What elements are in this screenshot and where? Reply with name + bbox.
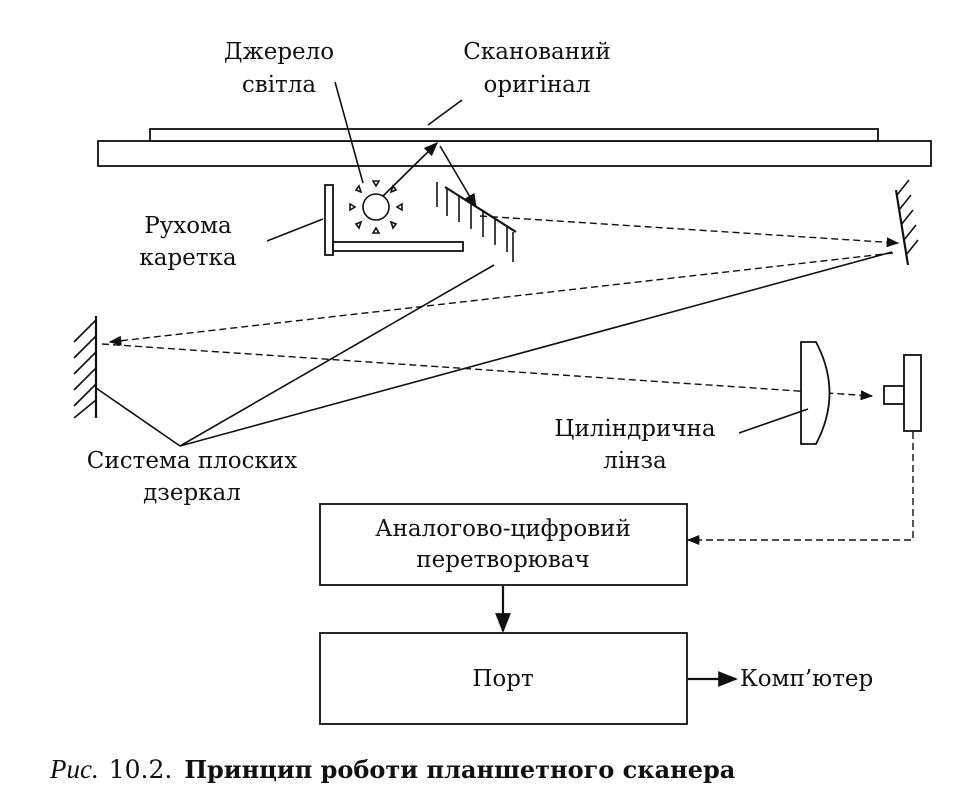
flat-mirrors-label-line2: дзеркал — [143, 480, 241, 506]
caption-number: 10.2. — [109, 755, 173, 784]
figure-caption: Рис. 10.2. Принцип роботи планшетного ск… — [49, 754, 735, 784]
ccd-sensor — [883, 354, 922, 432]
scanned-original-label-line2: оригінал — [484, 72, 591, 98]
ray-to-right-mirror — [479, 215, 900, 248]
cylindrical-lens — [800, 341, 831, 445]
leader-mirrors-left — [95, 387, 181, 447]
scanner-glass — [97, 140, 932, 167]
carriage-mirror — [436, 182, 517, 262]
light-source-label-line1: Джерело — [224, 39, 334, 65]
leader-scanned-original — [427, 99, 463, 126]
adc-box — [319, 503, 688, 586]
adc-label-line1: Аналогово-цифровий — [375, 516, 631, 542]
leader-moving-carriage — [266, 218, 324, 242]
leader-mirrors-right — [179, 251, 893, 447]
signal-path-sensor-adc — [686, 432, 914, 546]
caption-prefix: Рис. — [49, 754, 99, 784]
right-mirror — [894, 179, 919, 266]
cylindrical-lens-label-line1: Циліндрична — [554, 416, 715, 442]
ray-original-to-mirror — [439, 145, 477, 209]
ray-source-to-original — [382, 141, 439, 197]
port-label: Порт — [472, 666, 533, 692]
caption-title: Принцип роботи планшетного сканера — [184, 755, 735, 784]
leader-mirrors-carriage-a — [179, 264, 495, 447]
ray-to-sensor — [101, 343, 874, 401]
leader-cylindrical-lens — [738, 408, 809, 434]
computer-label: Комп’ютер — [740, 666, 873, 692]
moving-carriage-label-line1: Рухома — [144, 213, 232, 239]
scanned-original-label-line1: Сканований — [463, 39, 611, 65]
adc-label-line2: перетворювач — [416, 547, 589, 573]
scanned-original-sheet — [149, 128, 879, 142]
light-source-icon — [349, 180, 403, 234]
left-mirror — [73, 316, 98, 419]
moving-carriage — [324, 184, 464, 256]
flat-mirrors-label-line1: Система плоских — [87, 448, 297, 474]
moving-carriage-label-line2: каретка — [139, 245, 237, 271]
cylindrical-lens-label-line2: лінза — [603, 448, 667, 474]
port-box — [319, 632, 688, 725]
leader-light-source — [334, 81, 364, 184]
light-source-label-line2: світла — [242, 72, 317, 98]
